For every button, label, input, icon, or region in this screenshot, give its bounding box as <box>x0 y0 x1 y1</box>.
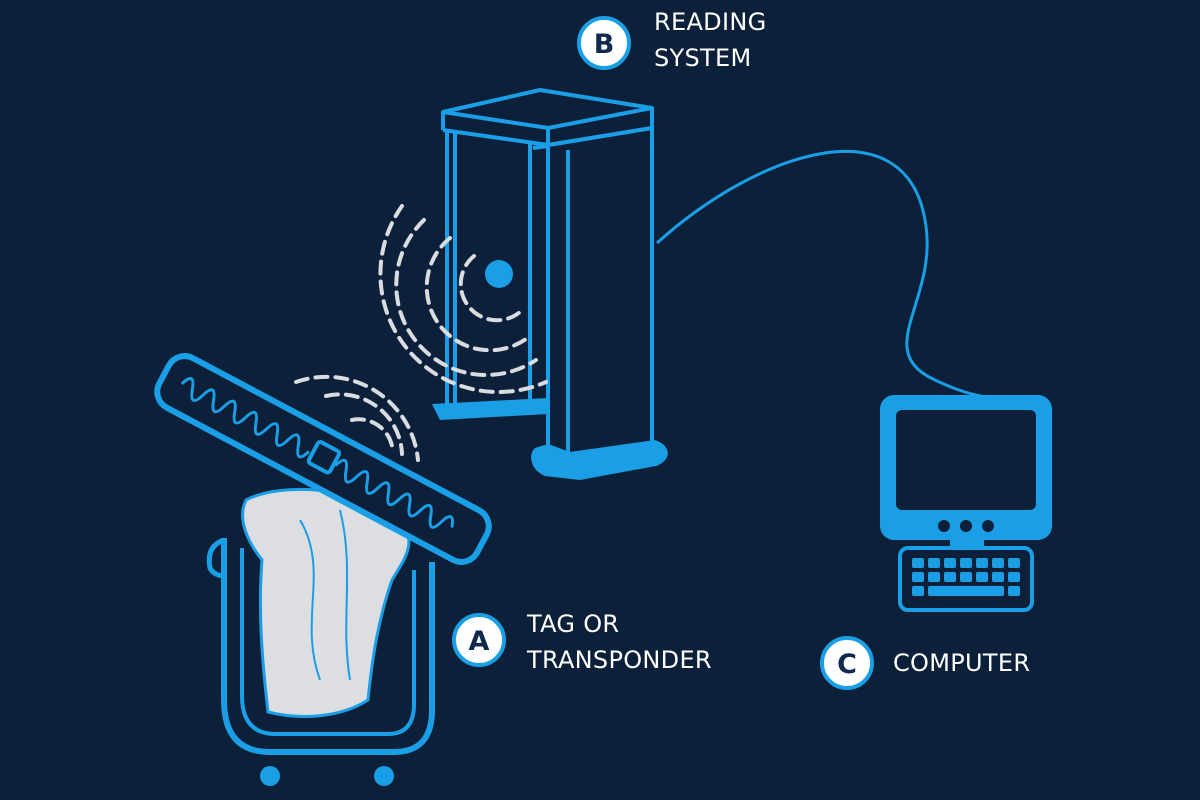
keyboard-icon <box>898 546 1034 612</box>
badge-a-letter: A <box>469 626 490 657</box>
computer-label: COMPUTER <box>893 649 1030 677</box>
tag-line1: TAG OR <box>526 610 619 638</box>
label-tag-or-transponder: A TAG OR TRANSPONDER <box>452 610 712 674</box>
reading-system-line2: SYSTEM <box>654 44 751 72</box>
label-computer: C COMPUTER <box>820 636 1030 690</box>
label-reading-system: B READING SYSTEM <box>577 8 766 72</box>
tag-line2: TRANSPONDER <box>526 646 712 674</box>
rfid-tag-icon <box>154 353 492 565</box>
badge-a <box>452 613 506 667</box>
radio-waves-icon <box>378 204 548 394</box>
gate-base-left <box>432 398 548 420</box>
computer-monitor-icon <box>880 395 1052 548</box>
badge-c-letter: C <box>837 649 857 680</box>
connecting-cable <box>655 149 991 400</box>
laundry-cart-icon <box>206 487 435 786</box>
reading-system-line1: READING <box>654 8 766 36</box>
badge-c <box>820 636 874 690</box>
reader-antenna-dot <box>485 260 513 288</box>
badge-b-letter: B <box>594 29 615 60</box>
tag-waves <box>294 374 420 462</box>
badge-b <box>577 16 631 70</box>
gate-base-right <box>531 440 668 480</box>
